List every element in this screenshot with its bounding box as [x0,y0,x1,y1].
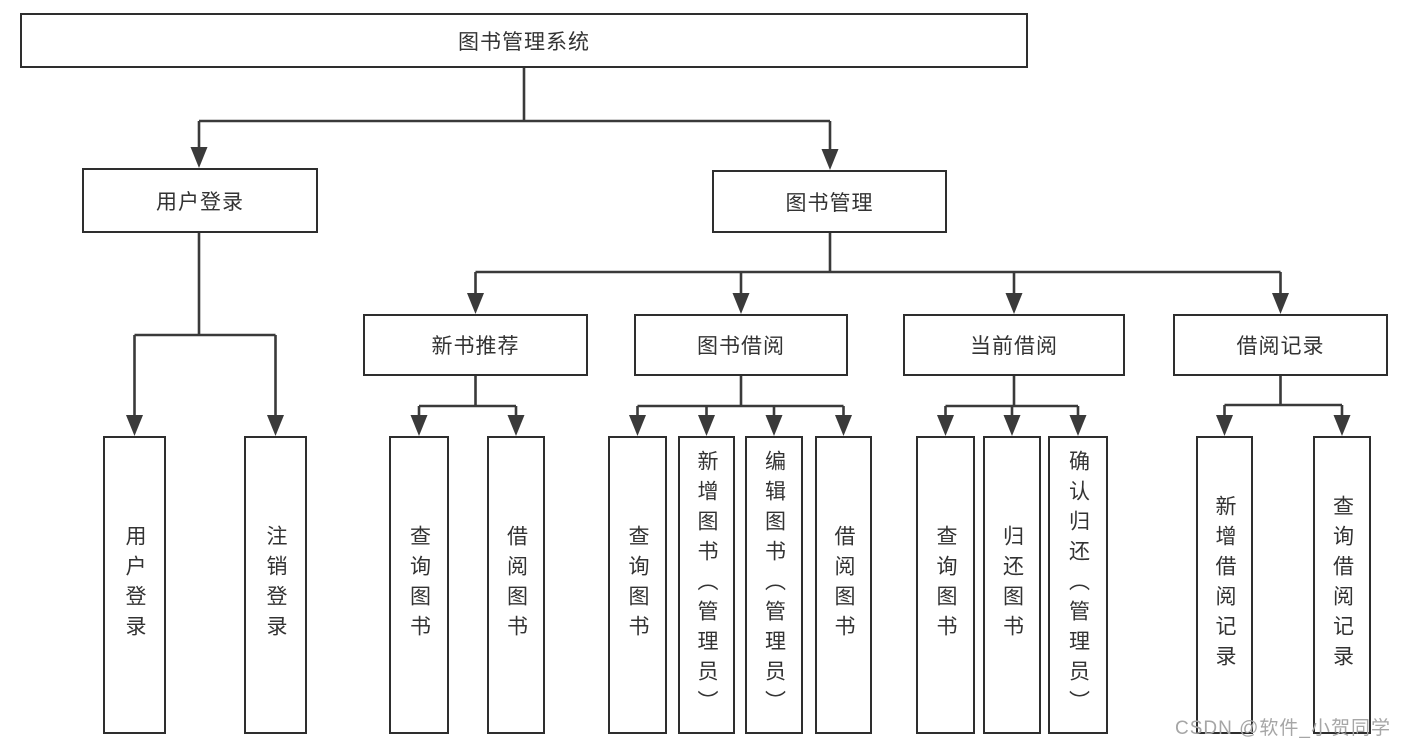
node-user-login: 用户登录 [82,168,318,233]
leaf-borrow-edit-books-admin: 编辑图书（管理员） [745,436,803,734]
connector-book-management-branch [474,233,1282,296]
leaf-borrow-add-books-admin: 新增图书（管理员） [678,436,735,734]
connector-new-book-branch [417,376,518,418]
node-label: 新书推荐 [431,335,520,358]
arrow-leaf-user-login-icon [126,415,143,436]
arrow-book-borrow-icon [732,293,750,314]
leaf-current-confirm-return-admin: 确认归还（管理员） [1048,436,1108,734]
arrow-book-management-icon [821,149,839,170]
arrow-borrow-add-icon [698,415,715,436]
node-current-borrow: 当前借阅 [903,314,1125,376]
node-library-system: 图书管理系统 [20,13,1028,68]
arrow-current-return-icon [1003,415,1021,436]
node-label: 图书借阅 [697,335,785,358]
node-label: 注销登录 [264,525,287,645]
arrow-borrow-query-icon [629,415,646,436]
node-label: 查询图书 [934,525,957,645]
node-borrow-records: 借阅记录 [1173,314,1388,376]
leaf-recommend-query-books: 查询图书 [389,436,449,734]
arrow-user-login-icon [190,147,208,168]
arrow-records-query-icon [1333,415,1351,436]
node-label: 借阅记录 [1236,335,1325,358]
connector-user-login-branch [133,233,277,418]
node-label: 查询借阅记录 [1330,495,1354,675]
node-label: 新增图书（管理员） [695,450,718,720]
node-label: 图书管理系统 [458,30,590,54]
node-label: 查询图书 [626,525,649,645]
node-label: 确认归还（管理员） [1066,450,1090,720]
node-label: 图书管理 [785,191,874,215]
node-book-management: 图书管理 [712,170,947,233]
node-label: 归还图书 [1000,525,1024,645]
arrow-current-borrow-icon [1005,293,1023,314]
leaf-current-query-books: 查询图书 [916,436,975,734]
arrow-records-add-icon [1216,415,1233,436]
node-label: 查询图书 [407,525,431,645]
arrow-current-query-icon [937,415,954,436]
node-label: 编辑图书（管理员） [762,450,786,720]
node-new-book-recommend: 新书推荐 [363,314,588,376]
arrow-leaf-logout-icon [267,415,284,436]
leaf-records-query-record: 查询借阅记录 [1313,436,1371,734]
connector-current-borrow-branch [944,376,1080,418]
arrow-recommend-query-icon [410,415,428,436]
arrow-borrow-records-icon [1272,293,1289,314]
node-label: 借阅图书 [504,525,528,645]
node-label: 用户登录 [156,190,244,214]
node-label: 新增借阅记录 [1213,495,1236,675]
node-label: 借阅图书 [832,525,855,645]
leaf-current-return-books: 归还图书 [983,436,1041,734]
node-book-borrow: 图书借阅 [634,314,848,376]
leaf-borrow-query-books: 查询图书 [608,436,667,734]
arrow-current-confirm-icon [1069,415,1087,436]
leaf-logout: 注销登录 [244,436,307,734]
node-label: 当前借阅 [970,335,1058,358]
leaf-records-add-record: 新增借阅记录 [1196,436,1253,734]
arrow-recommend-borrow-icon [507,415,525,436]
connector-root-to-level2 [197,68,832,152]
arrow-borrow-borrow-icon [835,415,852,436]
node-label: 用户登录 [123,525,146,645]
leaf-recommend-borrow-books: 借阅图书 [487,436,545,734]
arrow-borrow-edit-icon [765,415,783,436]
connector-book-borrow-branch [636,376,845,418]
leaf-borrow-borrow-books: 借阅图书 [815,436,872,734]
watermark: CSDN @软件_小贺同学 [1175,718,1391,739]
leaf-user-login: 用户登录 [103,436,166,734]
connector-borrow-records-branch [1223,376,1344,418]
arrow-new-book-icon [467,293,484,314]
